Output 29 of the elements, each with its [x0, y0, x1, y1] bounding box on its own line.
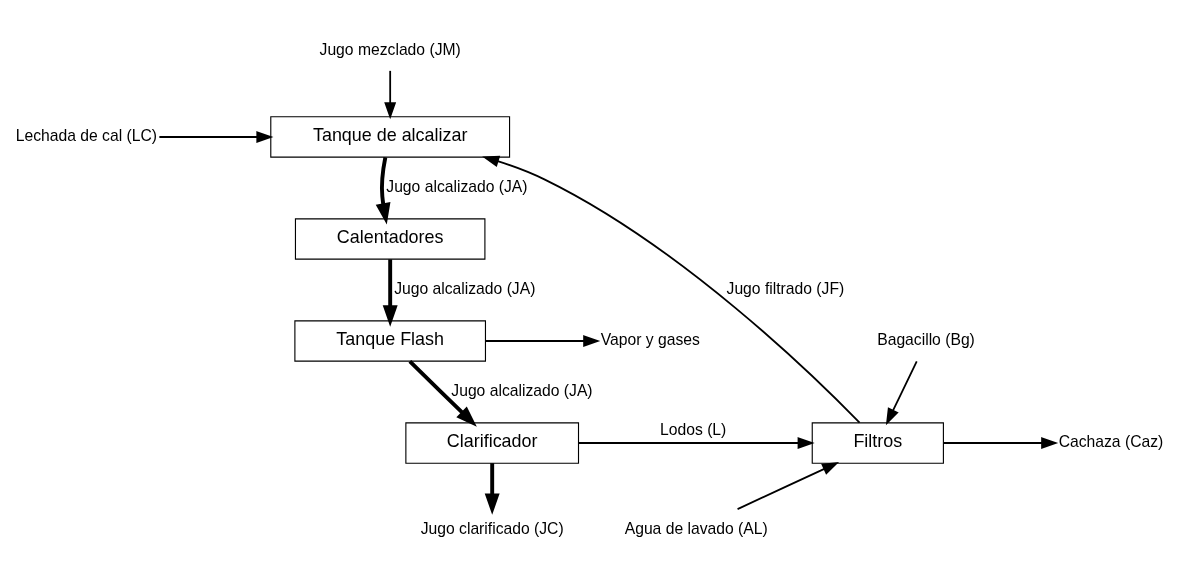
node-box: Tanque Flash [294, 320, 486, 362]
node-text: Agua de lavado (AL) [624, 519, 768, 537]
node-box: Filtros [811, 422, 944, 464]
node-text: Jugo clarificado (JC) [420, 519, 564, 537]
arrow [736, 462, 840, 510]
arrow [408, 359, 477, 427]
arrow [384, 69, 397, 120]
edge-label: Jugo alcalizado (JA) [451, 382, 593, 400]
arrow [382, 259, 398, 327]
node-text: Cachaza (Caz) [1058, 433, 1164, 451]
node-text: Bagacillo (Bg) [877, 331, 975, 349]
edge-label: Jugo filtrado (JF) [726, 280, 845, 298]
arrow [885, 360, 918, 426]
arrow [484, 335, 601, 347]
node-box: Tanque de alcalizar [270, 116, 511, 158]
arrow [484, 463, 500, 515]
edge-label: Jugo alcalizado (JA) [394, 280, 536, 298]
node-box: Clarificador [405, 422, 580, 464]
edge-label: Jugo alcalizado (JA) [386, 178, 528, 196]
arrow [577, 437, 815, 449]
node-text: Vapor y gases [600, 331, 700, 349]
node-box: Calentadores [294, 218, 486, 260]
node-text: Jugo mezclado (JM) [319, 40, 461, 58]
arrow [482, 155, 861, 424]
edge-label: Lodos (L) [660, 421, 727, 439]
arrow [942, 437, 1059, 449]
node-text: Lechada de cal (LC) [15, 127, 158, 145]
arrow [158, 131, 274, 143]
arrow [375, 157, 391, 225]
